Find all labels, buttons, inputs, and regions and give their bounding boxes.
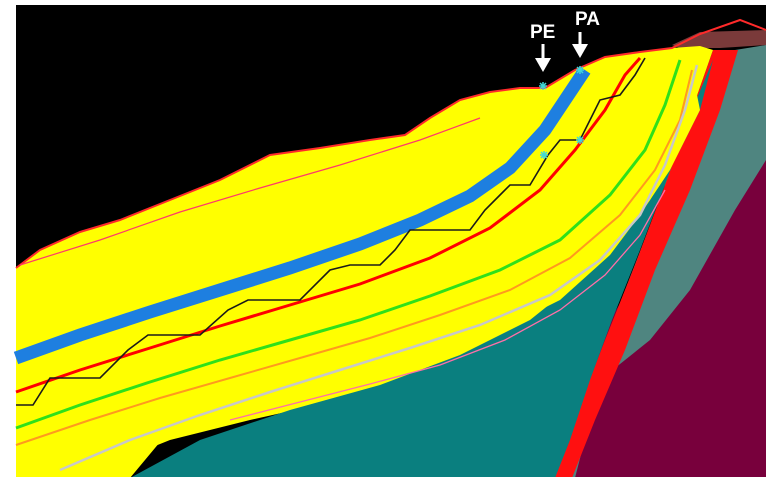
down-arrow-icon	[572, 32, 588, 58]
marker-pe-lower	[540, 151, 548, 159]
gray-horizon-line	[59, 64, 699, 472]
label-pa: PA	[575, 9, 600, 30]
label-pe: PE	[530, 22, 555, 43]
teal-sediment-layer	[131, 60, 713, 477]
inner-surface-line	[19, 117, 481, 266]
marker-pa-top	[576, 66, 584, 74]
surface-outline	[15, 18, 767, 269]
maroon-basement-block	[381, 45, 766, 477]
blue-band	[13, 66, 591, 365]
marker-pa-lower	[576, 136, 584, 144]
orange-horizon-line	[15, 69, 693, 446]
surface-cap-block	[672, 30, 766, 48]
red-fault-band	[550, 50, 738, 477]
green-horizon-line	[15, 59, 682, 430]
down-arrow-icon	[535, 44, 551, 72]
red-horizon-line	[15, 57, 642, 394]
pink-horizon-line	[229, 189, 666, 421]
marker-pe-top	[539, 82, 547, 90]
lower-yellow-layer	[16, 60, 700, 477]
